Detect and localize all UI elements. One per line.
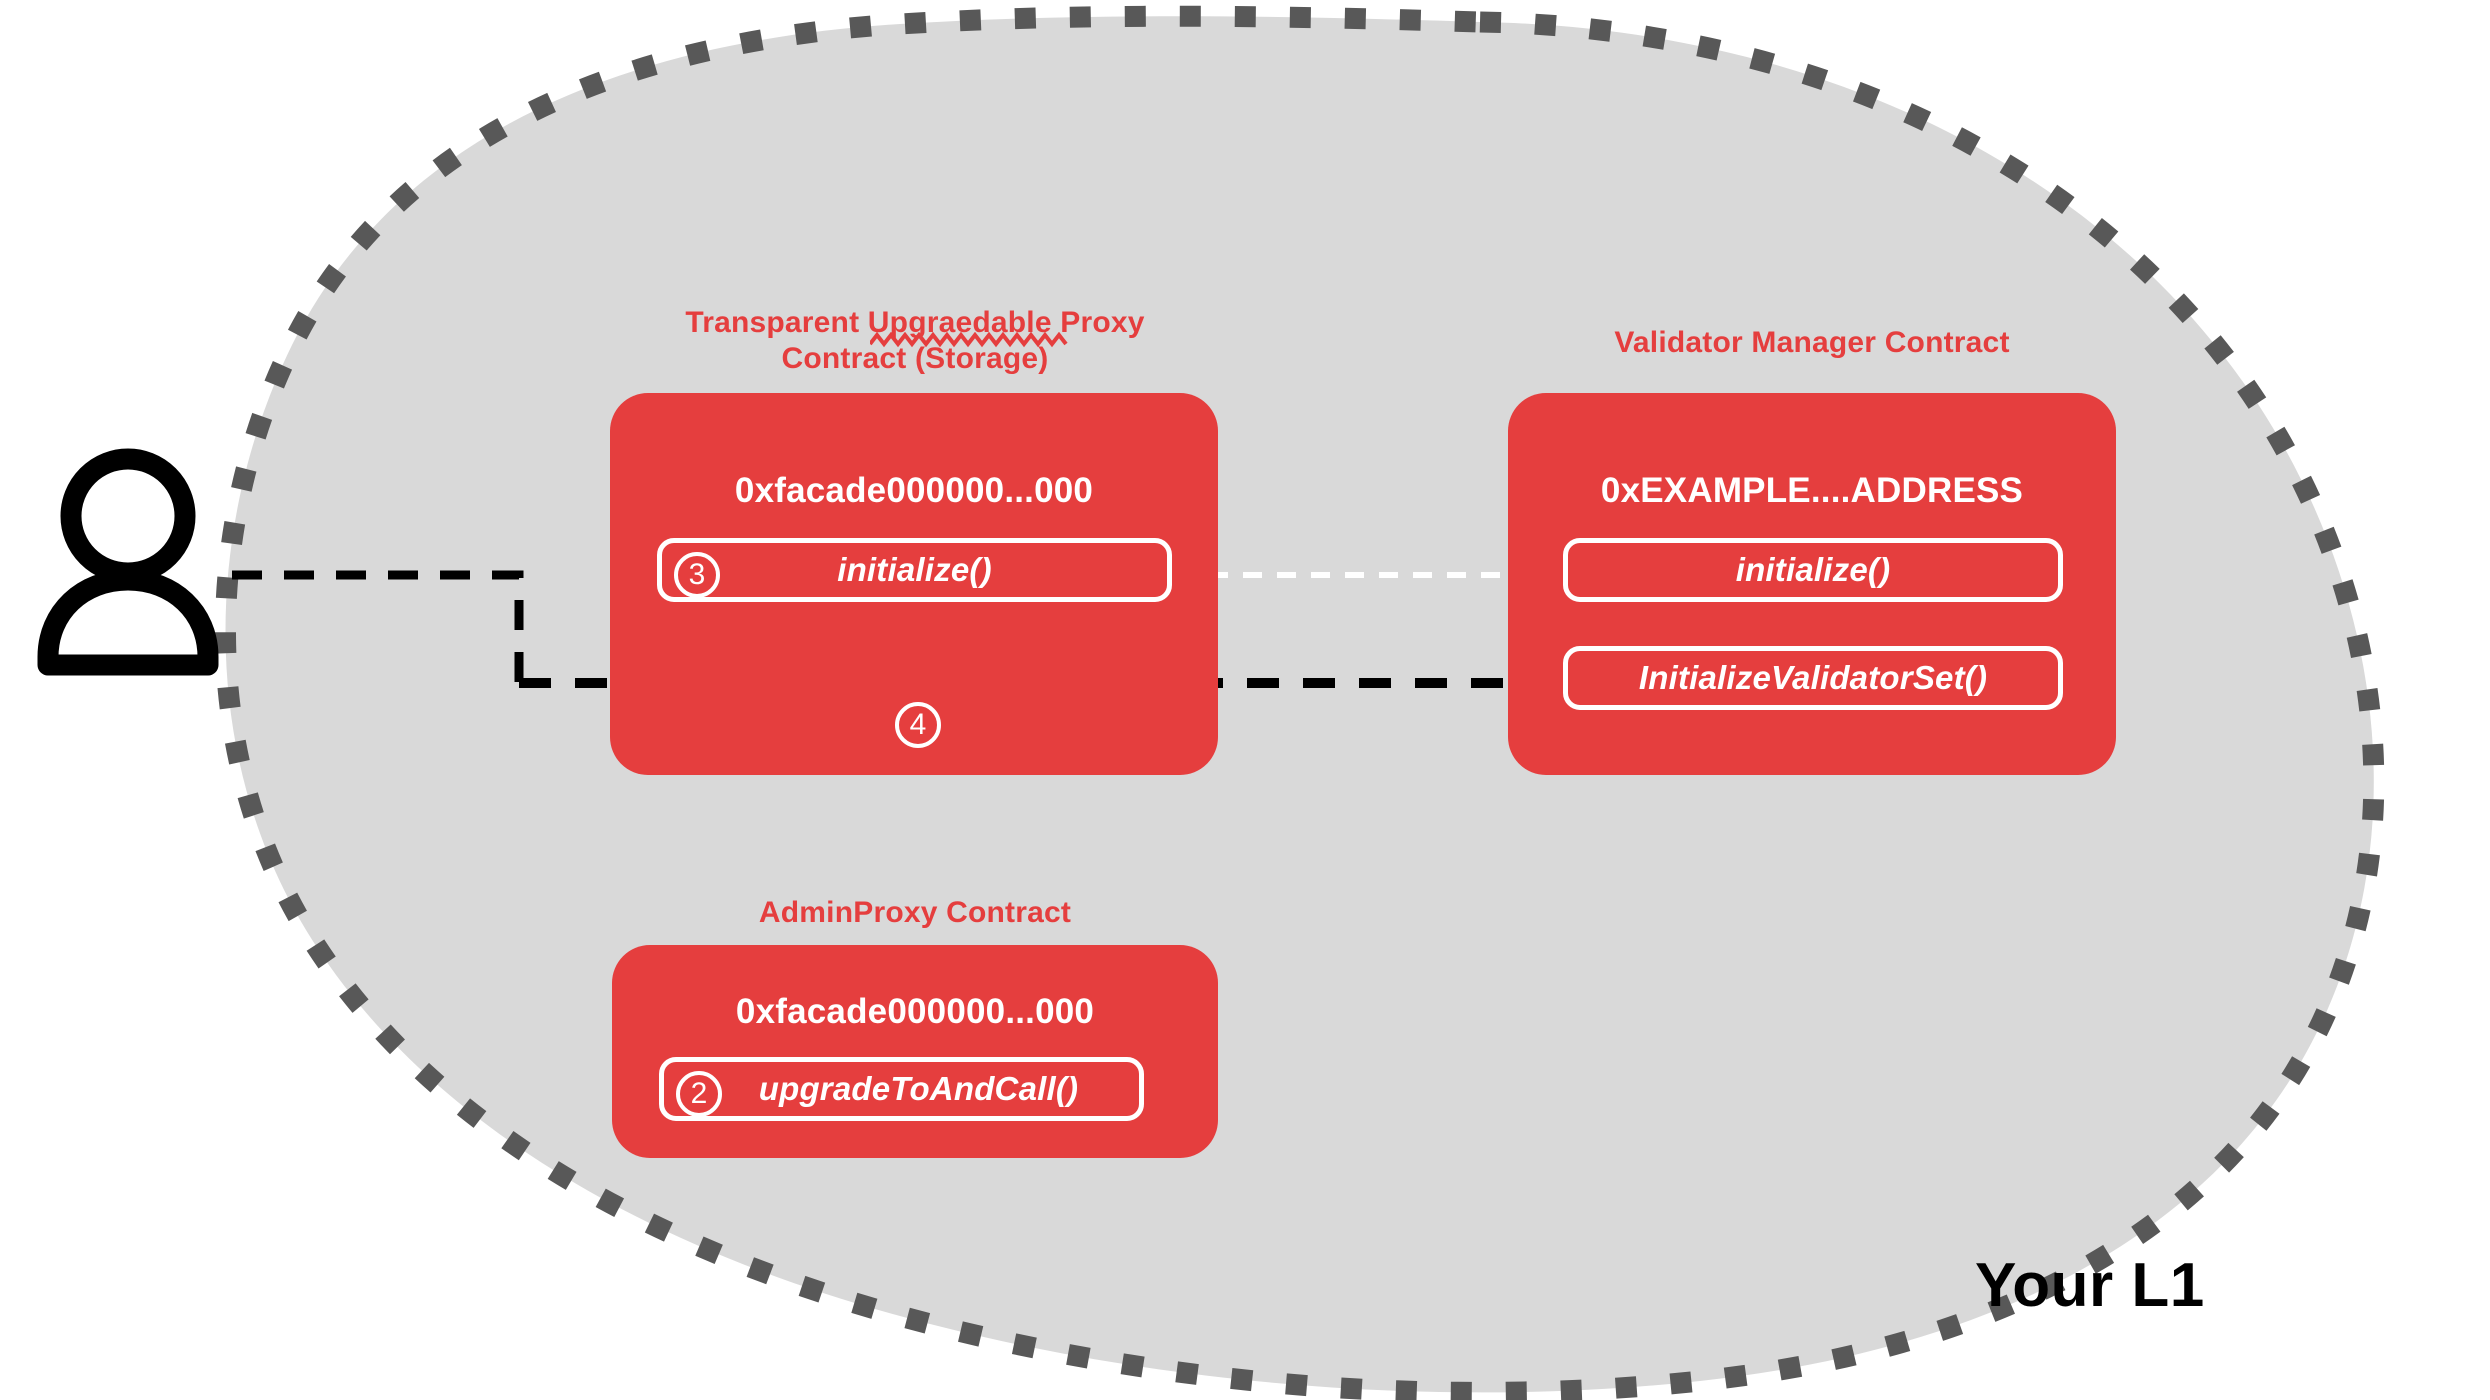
arrow-user-to-proxy-initialize [232,570,524,683]
method-label-initialize: initialize() [837,551,992,588]
method-pill-initialize-proxy[interactable]: 3 initialize() [657,538,1172,602]
step-badge-4: 4 [895,702,941,748]
card-title-validator-manager: Validator Manager Contract [1508,325,2116,361]
method-pill-initialize-validator-set[interactable]: InitializeValidatorSet() [1563,646,2063,710]
card-validator-manager[interactable]: 0xEXAMPLE....ADDRESS initialize() Initia… [1508,393,2116,775]
user-actor-icon [37,448,219,676]
card-address-transparent-proxy: 0xfacade000000...000 [734,471,1094,510]
card-title-line1: Validator Manager Contract [1614,326,2010,359]
card-transparent-proxy[interactable]: 0xfacade000000...000 3 initialize() 4 [610,393,1218,775]
card-address-validator-manager: 0xEXAMPLE....ADDRESS [1600,471,2024,510]
card-title-transparent-proxy: Transparent Upgraedable Proxy Contract (… [610,305,1220,377]
method-pill-initialize-vm[interactable]: initialize() [1563,538,2063,602]
step-badge-3: 3 [674,552,720,598]
card-title-line1: AdminProxy Contract [758,896,1072,929]
spellcheck-squiggle-icon [870,332,1068,348]
card-title-line2: Contract (Storage) [781,342,1049,375]
method-label-initialize-validator-set: InitializeValidatorSet() [1638,659,1988,696]
step-badge-2: 2 [676,1071,722,1117]
card-title-admin-proxy: AdminProxy Contract [612,895,1218,931]
l1-region-dotted-border [215,5,2385,1400]
l1-region-label: Your L1 [1975,1251,2205,1320]
method-label-initialize: initialize() [1735,551,1891,588]
method-pill-upgrade-to-and-call[interactable]: 2 upgradeToAndCall() [659,1057,1144,1121]
card-address-admin-proxy: 0xfacade000000...000 [735,992,1095,1031]
method-label-upgrade-to-and-call: upgradeToAndCall() [758,1070,1079,1107]
card-admin-proxy[interactable]: 0xfacade000000...000 2 upgradeToAndCall(… [612,945,1218,1158]
card-title-line1: Transparent Upgraedable Proxy [685,306,1145,339]
